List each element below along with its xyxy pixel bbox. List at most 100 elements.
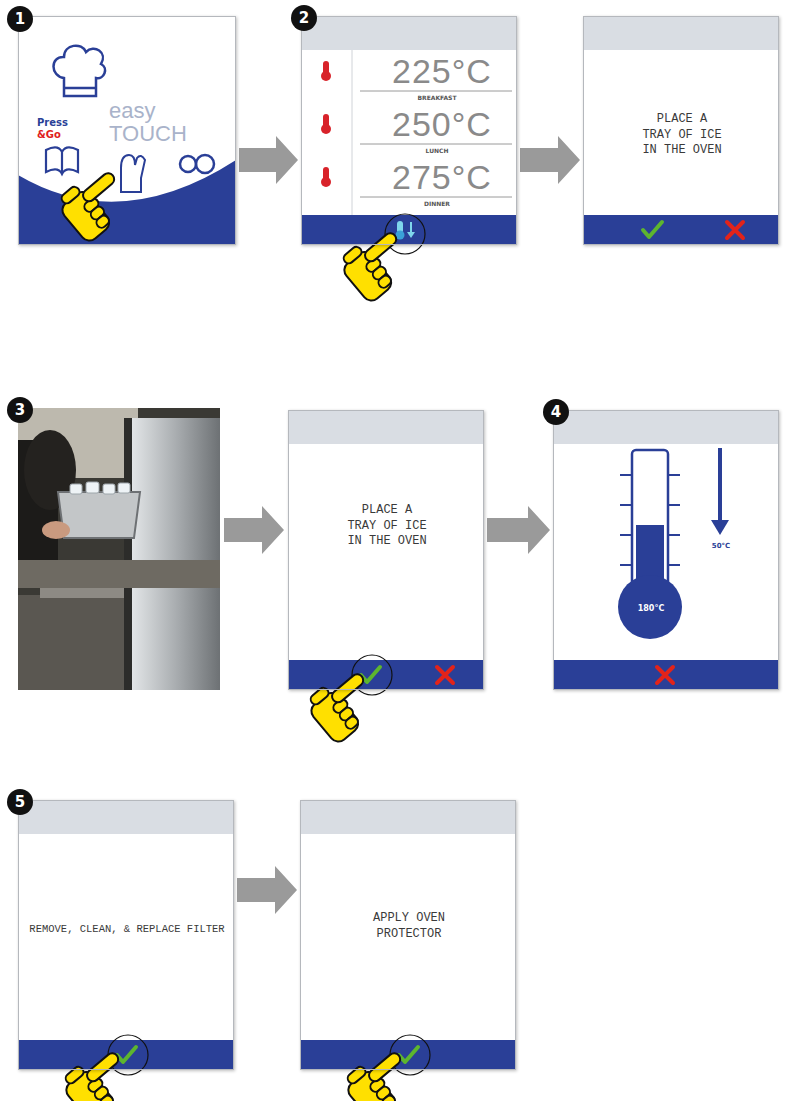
text-holder: Press &Go <box>37 117 75 140</box>
bottom-bar <box>300 1040 516 1070</box>
temperature: 275°C <box>392 159 510 195</box>
meal-label: LUNCH <box>362 147 512 155</box>
home-screen: Press &Go easy TOUCH <box>18 16 236 245</box>
text-holder: 50°C <box>706 542 736 551</box>
screen-ground <box>288 410 484 690</box>
ice <box>70 482 130 494</box>
screen-message: REMOVE, CLEAN, & REPLACE FILTER <box>27 923 227 937</box>
prompt-screen <box>583 16 779 245</box>
thermometer-icon <box>321 61 331 187</box>
callout-number: 5 <box>7 789 33 815</box>
label-holder: 3 <box>7 397 33 423</box>
clean-icon <box>180 156 196 172</box>
cross-mark <box>727 222 743 238</box>
label-holder: 4 <box>543 399 569 425</box>
clean-icon <box>196 155 214 173</box>
text-holder: LUNCH <box>362 147 512 155</box>
thermometer-bulb <box>618 575 682 639</box>
check-mark <box>643 222 662 237</box>
bottom-bar <box>583 215 779 245</box>
pointing-hand <box>58 1042 141 1101</box>
flow-arrow <box>237 866 297 914</box>
temperature-screen <box>301 16 517 254</box>
screen-ground <box>300 800 516 1070</box>
callout-number: 3 <box>7 397 33 423</box>
down-arrow <box>718 448 722 522</box>
temperature: 225°C <box>392 53 510 89</box>
label-holder: 2 <box>291 5 317 31</box>
bottom-bar <box>301 215 517 245</box>
text-holder: 275°C <box>392 159 510 195</box>
oven-shelf <box>18 560 220 588</box>
temperature-screen: 225°C BREAKFAST 250°C LUNCH 275°C DINNER <box>301 16 517 245</box>
top-bar <box>300 800 516 834</box>
pointing-hand <box>303 663 386 745</box>
text-holder: 180°C <box>631 604 671 614</box>
cooling-screen: 180°C 50°C <box>553 410 779 690</box>
bottom-bar <box>553 660 779 690</box>
prompt-screen <box>18 800 234 1075</box>
pointing-hand <box>336 222 419 304</box>
callout-number: 2 <box>291 5 317 31</box>
top-bar <box>288 410 484 444</box>
oven-side <box>132 418 220 690</box>
logo-text: Press &Go <box>37 117 75 140</box>
photo-ground <box>18 408 220 690</box>
oven-edge <box>124 418 132 690</box>
pointing-hand <box>54 162 137 244</box>
text-holder: REMOVE, CLEAN, & REPLACE FILTER <box>27 923 227 937</box>
cross-mark <box>437 667 453 683</box>
text-holder: APPLY OVEN PROTECTOR <box>367 911 451 942</box>
tray <box>58 492 140 538</box>
callout-number: 1 <box>7 6 33 32</box>
prompt-screen <box>300 800 516 1075</box>
row-line <box>360 197 512 198</box>
prompt-screen: APPLY OVEN PROTECTOR <box>300 800 516 1070</box>
meal-label: DINNER <box>362 200 512 208</box>
hand-photo <box>42 521 70 539</box>
top-bar <box>583 16 779 50</box>
label-holder: 5 <box>7 789 33 815</box>
bottom-bar <box>18 1040 234 1070</box>
top-bar <box>301 16 517 50</box>
bottom-bar <box>288 660 484 690</box>
screen-ground <box>301 16 517 245</box>
prompt-screen: PLACE A TRAY OF ICE IN THE OVEN <box>583 16 779 245</box>
text-holder: 225°C <box>392 53 510 89</box>
chef-hat-icon <box>54 46 106 96</box>
screen-message: APPLY OVEN PROTECTOR <box>367 911 451 942</box>
check-mark <box>399 1047 418 1062</box>
text-holder: PLACE A TRAY OF ICE IN THE OVEN <box>345 503 429 550</box>
cool-down-icon <box>396 221 416 240</box>
screen-message: PLACE A TRAY OF ICE IN THE OVEN <box>345 503 429 550</box>
text-holder: BREAKFAST <box>362 94 512 102</box>
callout-number: 4 <box>543 399 569 425</box>
check-mark <box>117 1047 136 1062</box>
temperature: 50°C <box>706 542 736 551</box>
flow-arrow <box>239 136 298 184</box>
top-bar <box>18 800 234 834</box>
temperature: 180°C <box>631 604 671 614</box>
photo-tray-of-ice <box>18 408 220 690</box>
temperature: 250°C <box>392 106 510 142</box>
screen-ground <box>18 800 234 1070</box>
prompt-screen: PLACE A TRAY OF ICE IN THE OVEN <box>288 410 484 690</box>
thermometer-ticks <box>620 475 680 565</box>
flow-arrow <box>487 506 550 554</box>
flow-arrow <box>520 136 580 184</box>
prompt-screen: REMOVE, CLEAN, & REPLACE FILTER <box>18 800 234 1070</box>
meal-label: BREAKFAST <box>362 94 512 102</box>
down-arrow <box>711 520 729 535</box>
top-bar <box>553 410 779 444</box>
prompt-screen <box>288 410 484 695</box>
text-holder: PLACE A TRAY OF ICE IN THE OVEN <box>640 112 724 159</box>
text-holder: DINNER <box>362 200 512 208</box>
flow-arrow <box>224 506 284 554</box>
column-line <box>352 50 353 215</box>
row-line <box>360 91 512 92</box>
glove-icon <box>121 155 145 192</box>
cooling-screen <box>553 410 779 690</box>
home-screen <box>18 16 236 245</box>
logo-text: easy TOUCH <box>109 99 227 145</box>
